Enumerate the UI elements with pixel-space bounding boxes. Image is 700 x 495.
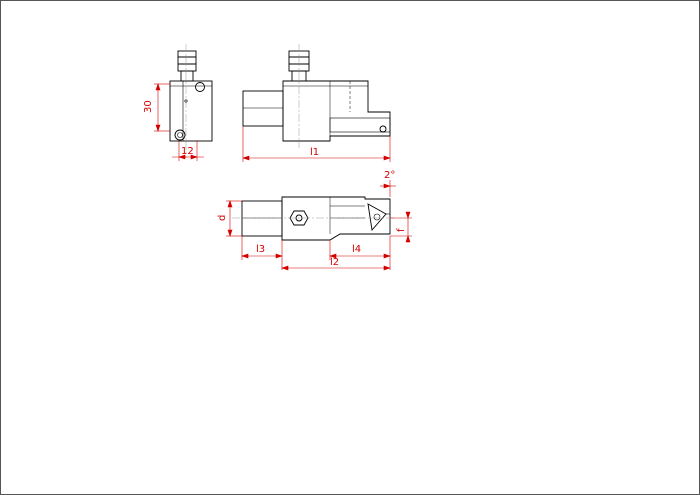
dimension-l2-label: l2 bbox=[330, 257, 339, 268]
dimension-d bbox=[226, 200, 242, 237]
dimension-2deg bbox=[380, 180, 396, 197]
dimension-30-label: 30 bbox=[143, 100, 154, 113]
front-view-tip-screw bbox=[379, 125, 387, 133]
dimension-d-label: d bbox=[217, 215, 228, 221]
front-view-tool-bar bbox=[329, 117, 391, 133]
dimension-l1-label: l1 bbox=[310, 147, 319, 158]
dimension-l1 bbox=[242, 126, 391, 162]
side-view-screw-top bbox=[195, 82, 205, 92]
side-view bbox=[169, 44, 213, 158]
dimension-l4-label: l4 bbox=[352, 244, 361, 255]
front-view bbox=[242, 44, 391, 148]
dimension-12 bbox=[172, 141, 204, 161]
side-view-fitting-nut bbox=[177, 50, 197, 72]
top-view-insert bbox=[367, 203, 387, 232]
dimension-12-label: 12 bbox=[181, 146, 194, 157]
top-view bbox=[232, 196, 396, 241]
side-view-screw-bottom bbox=[174, 129, 186, 141]
dimension-30 bbox=[154, 83, 170, 132]
dimension-l2 bbox=[281, 265, 391, 271]
side-view-body bbox=[169, 80, 213, 142]
dimension-2deg-label: 2° bbox=[384, 170, 395, 181]
dimension-l3 bbox=[241, 236, 283, 270]
top-view-insert-screw bbox=[373, 213, 381, 221]
front-view-shank bbox=[242, 90, 284, 127]
dimension-l4 bbox=[329, 236, 391, 270]
dimension-f-label: f bbox=[396, 228, 407, 232]
dimension-f bbox=[390, 211, 412, 243]
top-view-body bbox=[281, 196, 391, 241]
dimension-l3-label: l3 bbox=[256, 244, 265, 255]
side-view-fitting-neck bbox=[180, 70, 194, 82]
top-view-shank bbox=[241, 200, 283, 237]
